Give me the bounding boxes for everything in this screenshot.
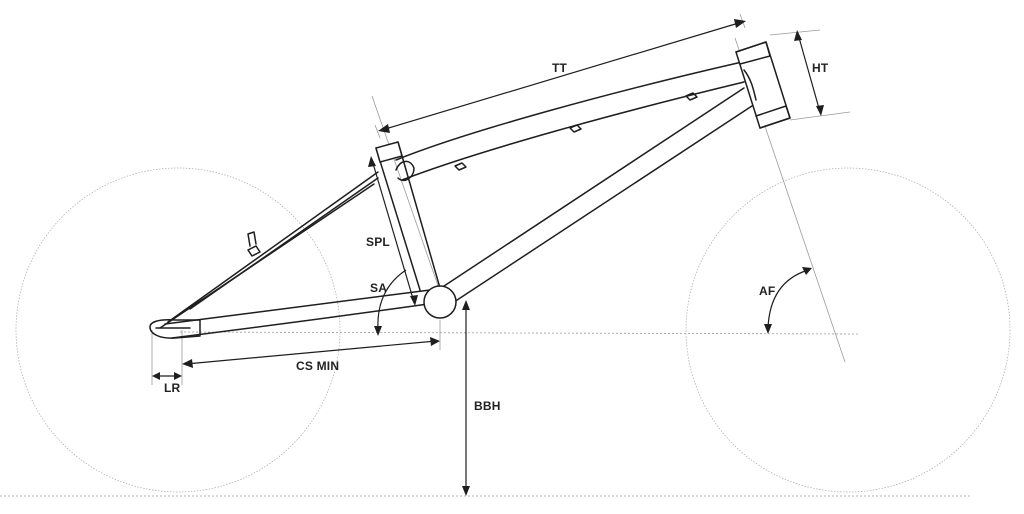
- ht-dimension-line: [797, 33, 821, 113]
- cs-min-arrow-right: [430, 337, 440, 346]
- ht-arrow-bottom: [816, 105, 824, 116]
- seat-tube: [375, 141, 441, 291]
- spl-arrow-bottom: [410, 295, 418, 306]
- cable-guide-2: [569, 124, 582, 133]
- tt-arrow-left: [378, 124, 390, 133]
- af-arrow-bottom: [764, 324, 772, 334]
- top-tube: [395, 61, 745, 181]
- down-tube: [437, 87, 759, 307]
- af-arrow-top: [802, 267, 812, 275]
- head-tube-bottom-cap: [755, 105, 791, 129]
- cs-min-label: CS MIN: [296, 359, 339, 373]
- tt-arrow-right: [734, 19, 746, 28]
- cs-min-dimension-line: [185, 340, 437, 365]
- head-tube-top-cap: [735, 41, 771, 65]
- cable-guide-1: [454, 162, 467, 171]
- lr-arrow-right: [174, 372, 182, 380]
- rear-wheel: [15, 167, 341, 493]
- sa-angle-arc: [377, 269, 407, 331]
- seat-cluster: [395, 160, 415, 182]
- sa-arrow: [374, 326, 382, 336]
- bbh-label: BBH: [474, 399, 501, 413]
- frame: [149, 41, 791, 339]
- af-label: AF: [759, 284, 775, 298]
- bbh-arrow-top: [462, 300, 470, 310]
- head-tube: [735, 41, 791, 129]
- ht-arrow-top: [794, 30, 802, 41]
- bbh-arrow-bottom: [462, 486, 470, 496]
- lr-label: LR: [164, 381, 181, 395]
- front-wheel: [685, 167, 1011, 493]
- lr-arrow-left: [152, 372, 160, 380]
- spl-dimension-line: [371, 159, 415, 303]
- seat-stay-detail: [189, 177, 379, 310]
- ht-guide-top: [769, 29, 821, 36]
- seat-stay: [159, 171, 379, 329]
- af-angle-arc: [767, 269, 809, 329]
- spl-label: SPL: [366, 235, 390, 249]
- spl-arrow-top: [368, 156, 376, 167]
- rear-dropout: [149, 319, 201, 339]
- brake-mount: [247, 231, 261, 257]
- head-tube-gusset: [743, 69, 757, 101]
- tt-dimension-line: [381, 21, 743, 131]
- ht-label: HT: [812, 61, 829, 75]
- axle-line: [179, 331, 861, 335]
- cable-guide-3: [685, 92, 698, 101]
- chain-stay: [164, 289, 431, 339]
- tt-guide-left: [374, 124, 381, 139]
- seat-tube-top: [375, 141, 403, 163]
- cs-min-arrow-left: [182, 359, 193, 368]
- sa-label: SA: [370, 281, 387, 295]
- bottom-bracket: [423, 285, 457, 319]
- tt-label: TT: [552, 61, 568, 75]
- ht-guide-bottom: [789, 111, 851, 121]
